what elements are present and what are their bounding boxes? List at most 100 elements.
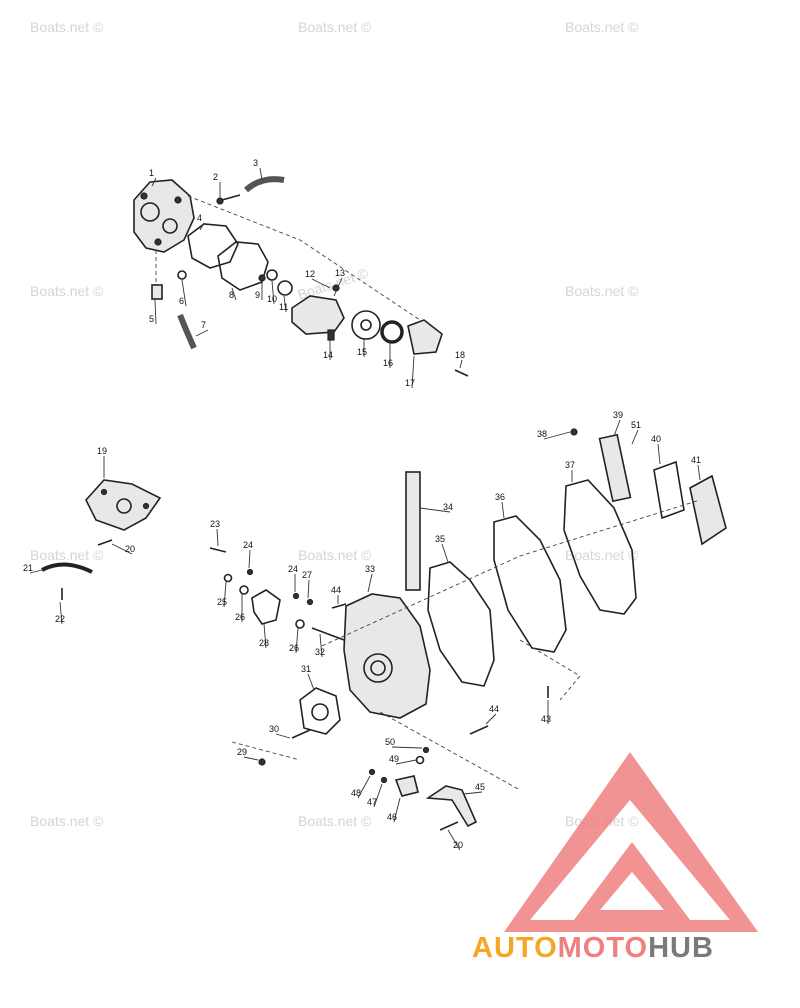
plate xyxy=(351,310,381,340)
callout-leader xyxy=(357,775,371,799)
housing xyxy=(291,295,345,335)
callout-number: 1 xyxy=(149,168,154,178)
callout-number: 23 xyxy=(210,519,220,529)
screw xyxy=(454,369,469,377)
callout-number: 24 xyxy=(288,564,298,574)
watermark-text: Boats.net © xyxy=(298,547,372,563)
fuel-pump-assembly xyxy=(133,176,469,377)
pump-body-screw xyxy=(154,238,162,246)
callout-leader xyxy=(181,279,187,307)
callout-number: 29 xyxy=(237,747,247,757)
callout-number: 5 xyxy=(149,314,154,324)
callout-leader xyxy=(319,633,323,658)
pump-body-port xyxy=(140,202,160,222)
callout-number: 4 xyxy=(197,213,202,223)
callout-number: 40 xyxy=(651,434,661,444)
callout-number: 21 xyxy=(23,563,33,573)
callout-number: 26 xyxy=(235,612,245,622)
callout-leader xyxy=(459,359,463,369)
callout-leader xyxy=(59,601,63,625)
callout-leader xyxy=(199,222,205,231)
callout-leader xyxy=(271,280,275,305)
callout-number: 50 xyxy=(385,737,395,747)
callout-leader xyxy=(631,429,639,445)
callout-number: 48 xyxy=(351,788,361,798)
logo-inner-icon xyxy=(574,842,690,920)
gasket xyxy=(299,687,341,735)
callout-leader xyxy=(501,501,505,519)
callout-leader xyxy=(231,287,237,301)
callout-number: 20 xyxy=(125,544,135,554)
callout-leader xyxy=(151,177,157,187)
reed-plate xyxy=(493,515,567,653)
callout-number: 31 xyxy=(301,664,311,674)
logo-text-moto: MOTO xyxy=(558,932,648,964)
callout-leader xyxy=(391,746,423,749)
pump-body-screw xyxy=(140,192,148,200)
hose xyxy=(244,176,285,193)
callout-number: 47 xyxy=(367,797,377,807)
callout-number: 44 xyxy=(489,704,499,714)
logo-triangle-icon xyxy=(504,752,758,932)
screw xyxy=(221,194,241,201)
callout-leader xyxy=(419,507,451,513)
stud xyxy=(291,729,311,739)
screw-head xyxy=(570,428,578,436)
logo-text-auto: AUTO xyxy=(472,932,558,964)
manifold xyxy=(343,593,431,719)
callout-number: 44 xyxy=(331,585,341,595)
gasket xyxy=(427,561,495,687)
callout-number: 12 xyxy=(305,269,315,279)
callout-number: 9 xyxy=(255,290,260,300)
callout-number: 36 xyxy=(495,492,505,502)
callout-leader xyxy=(485,713,497,725)
callout-number: 15 xyxy=(357,347,367,357)
callout-number: 25 xyxy=(217,597,227,607)
callout-leader xyxy=(295,627,299,654)
callout-leader xyxy=(311,278,331,289)
watermark-text: Boats.net © xyxy=(298,813,372,829)
watermark-text: Boats.net © xyxy=(30,19,104,35)
callout-leader xyxy=(307,673,315,691)
callout-number: 51 xyxy=(631,420,641,430)
watermark-text: Boats.net © xyxy=(565,283,639,299)
diaphragm xyxy=(217,241,269,291)
callout-leader xyxy=(243,756,259,761)
callout-number: 24 xyxy=(243,540,253,550)
callout-leader xyxy=(367,573,373,593)
callout-leader xyxy=(697,464,701,481)
watermark-text: Boats.net © xyxy=(30,283,104,299)
callout-number: 7 xyxy=(201,320,206,330)
screw-head xyxy=(216,197,224,205)
bracket xyxy=(251,589,281,625)
callout-leader xyxy=(223,581,227,608)
pump-body-port xyxy=(162,218,178,234)
callout-leader xyxy=(259,167,263,181)
callout-number: 8 xyxy=(229,290,234,300)
fitting xyxy=(209,547,227,553)
reed-block xyxy=(563,479,637,615)
linkage-block xyxy=(394,775,419,797)
intake-manifold-assembly xyxy=(209,428,727,831)
callout-number: 37 xyxy=(565,460,575,470)
clamp xyxy=(41,562,93,574)
callout-number: 16 xyxy=(383,358,393,368)
reed-cage xyxy=(689,474,727,546)
screw xyxy=(331,603,347,609)
svg-text:AUTOMOTOHUB: AUTOMOTOHUB xyxy=(472,932,714,964)
fitting xyxy=(151,284,163,300)
callout-number: 30 xyxy=(269,724,279,734)
callout-number: 35 xyxy=(435,534,445,544)
callout-number: 2 xyxy=(213,172,218,182)
ring xyxy=(380,320,404,344)
callout-number: 3 xyxy=(253,158,258,168)
check-valve xyxy=(258,274,266,282)
screw xyxy=(97,539,113,546)
callout-number: 28 xyxy=(259,638,269,648)
callout-number: 14 xyxy=(323,350,333,360)
callout-leader xyxy=(613,419,621,437)
o-ring xyxy=(266,269,278,281)
callout-number: 39 xyxy=(613,410,623,420)
